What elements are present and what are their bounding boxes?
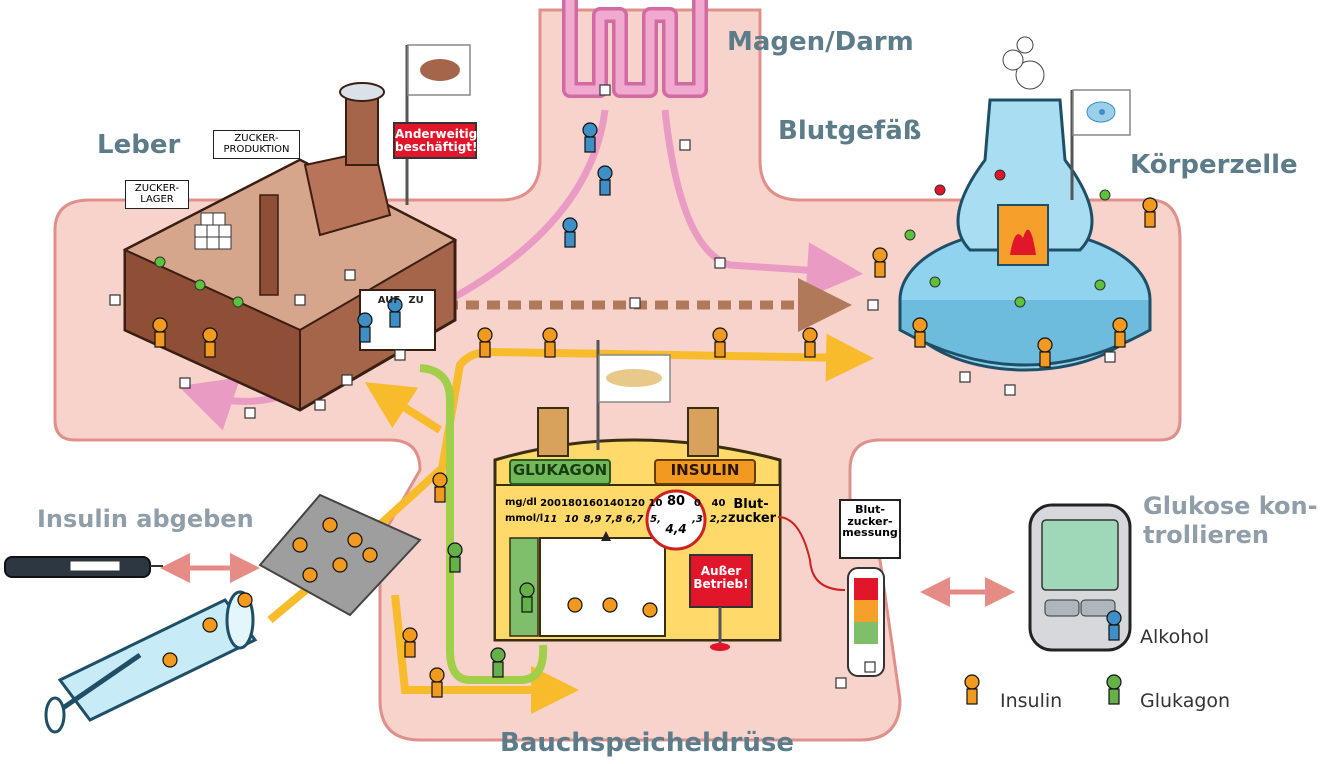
- mmol-scale-value: 6,7: [625, 514, 644, 525]
- mmol-scale-value: 7,8: [604, 514, 623, 525]
- legend-glucagon-icon: [1106, 674, 1122, 705]
- body-cell: [898, 36, 1152, 372]
- sign-busy-flag: Anderweitig beschäftigt!: [393, 122, 478, 160]
- label-stomach: Magen/Darm: [727, 27, 914, 57]
- glucagon-sign: GLUKAGON: [512, 461, 608, 479]
- gate-closed-label: ZU: [408, 295, 424, 306]
- label-body-cell: Körperzelle: [1130, 150, 1298, 180]
- legend-glucagon-label: Glukagon: [1140, 690, 1231, 712]
- mg-scale-value: 200: [540, 498, 561, 509]
- mg-scale-value: 120: [624, 498, 645, 509]
- yellow-arrow-to-pancreas: [391, 594, 579, 714]
- mmol-scale-value: 5,: [650, 514, 661, 525]
- mg-scale-value: 0: [694, 498, 701, 509]
- mmol-scale-value: 8,9: [583, 514, 602, 525]
- gate-open-label: AUF: [377, 295, 401, 306]
- blood-glucose-measurement-sign: Blut- zucker- messung: [842, 503, 898, 540]
- status-lights: [154, 169, 1111, 308]
- mmol-scale-value: 10: [564, 514, 579, 525]
- intestine: [562, 0, 708, 98]
- pink-arrow-to-liver: [178, 109, 609, 431]
- insulin-pen: [4, 556, 163, 578]
- unit-mmol: mmol/l: [505, 513, 544, 524]
- label-insulin-deliver: Insulin abgeben: [37, 505, 254, 533]
- label-glucose-check: Glukose kon- trollieren: [1143, 492, 1318, 549]
- mg-scale-value: 140: [603, 498, 624, 509]
- mg-scale-value: 160: [582, 498, 603, 509]
- green-arrow-glucagon: [419, 364, 548, 684]
- sugar-cubes: [109, 84, 1116, 689]
- sign-sugar-storage: ZUCKER- LAGER: [125, 180, 189, 209]
- blood-glucose-meter-tube: [777, 499, 901, 677]
- pancreas-building: [493, 340, 782, 651]
- dial-mmol-value: 4,4: [665, 522, 687, 536]
- out-of-order-sign: Außer Betrieb!: [693, 564, 749, 591]
- insulin-platform: [258, 493, 422, 617]
- glucose-meter-device: [1028, 503, 1132, 652]
- yellow-arrow-to-liver: [364, 382, 443, 434]
- dial-mg-value: 80: [666, 494, 686, 509]
- syringe: [44, 590, 258, 734]
- legend-insulin-icon: [964, 674, 980, 705]
- unit-mg: mg/dl: [505, 497, 537, 508]
- mmol-scale-value: 2,2: [709, 514, 728, 525]
- legend-alcohol-icon: [1106, 610, 1122, 641]
- insulin-sign: INSULIN: [670, 461, 740, 479]
- label-blood-vessel: Blutgefäß: [778, 116, 922, 146]
- mg-scale-value: 10: [648, 498, 663, 509]
- legend-insulin-label: Insulin: [1000, 690, 1063, 712]
- label-liver: Leber: [97, 130, 181, 160]
- blood-sugar-label: Blut- zucker: [728, 497, 777, 526]
- mg-scale-value: 40: [711, 498, 726, 509]
- mmol-scale-value: ,3: [692, 514, 703, 525]
- sign-sugar-production: ZUCKER- PRODUKTION: [213, 130, 300, 159]
- legend-alcohol-label: Alkohol: [1140, 626, 1210, 648]
- insulin-characters: [152, 197, 1158, 698]
- glucagon-characters: [447, 542, 535, 678]
- mmol-scale-value: 11: [543, 514, 558, 525]
- mg-scale-value: 180: [561, 498, 582, 509]
- label-pancreas: Bauchspeicheldrüse: [500, 728, 794, 758]
- alcohol-characters: [357, 122, 613, 343]
- liver-flag: [405, 44, 471, 205]
